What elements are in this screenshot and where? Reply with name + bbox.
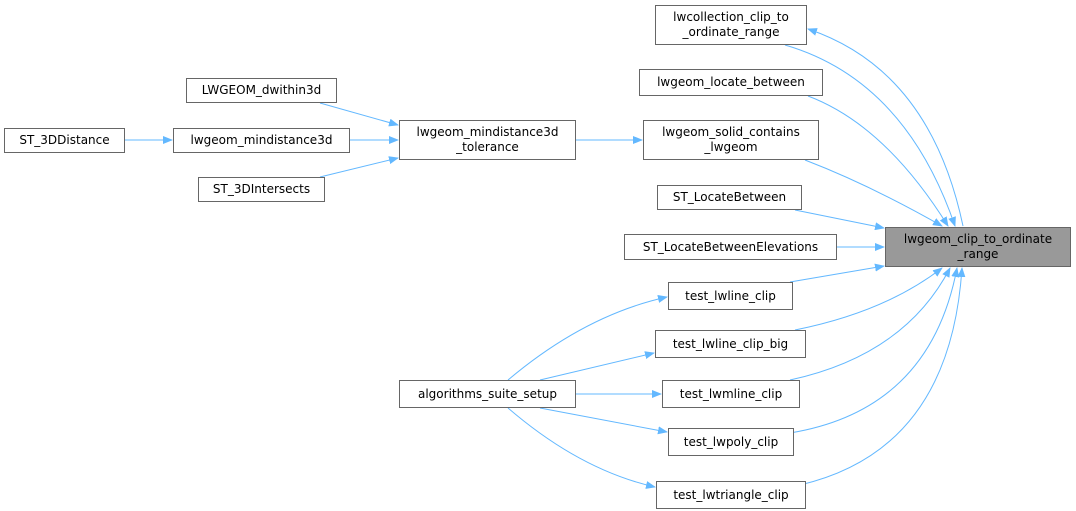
edge-test_lwmline_clip-to-main [789, 267, 951, 381]
node-label: lwgeom_mindistance3d [416, 125, 559, 139]
node-st_3dintersects[interactable]: ST_3DIntersects [198, 177, 325, 202]
node-label: test_lwmline_clip [679, 386, 783, 401]
node-dwithin3d[interactable]: LWGEOM_dwithin3d [186, 78, 337, 103]
node-st_locatebetweenelev[interactable]: ST_LocateBetweenElevations [624, 234, 837, 260]
edge-st_3dintersects-to-mindist3d_tol [319, 156, 399, 178]
node-label: lwgeom_locate_between [657, 75, 805, 89]
node-label: _range [957, 247, 999, 261]
edge-test_lwtriangle_clip-to-main [799, 267, 966, 486]
node-label: lwgeom_solid_contains [662, 125, 800, 139]
node-test_lwpoly_clip[interactable]: test_lwpoly_clip [668, 428, 794, 456]
node-label: ST_LocateBetweenElevations [642, 239, 819, 254]
edge-test_lwline_clip-to-main [789, 263, 885, 283]
node-label: test_lwline_clip [685, 288, 776, 303]
node-label: lwcollection_clip_to [673, 10, 789, 24]
edge-algorithms_suite_setup-to-test_lwline_clip_big [539, 351, 655, 381]
edge-algorithms_suite_setup-to-test_lwpoly_clip [539, 407, 668, 435]
node-algorithms_suite_setup[interactable]: algorithms_suite_setup [399, 380, 576, 408]
node-locate_between[interactable]: lwgeom_locate_between [639, 69, 823, 96]
node-lwcollection[interactable]: lwcollection_clip_to_ordinate_range [655, 5, 807, 45]
node-st_3ddistance[interactable]: ST_3DDistance [4, 128, 125, 153]
edge-lwcollection-to-main [784, 44, 956, 227]
node-test_lwline_clip_big[interactable]: test_lwline_clip_big [655, 330, 806, 358]
node-label: ST_3DIntersects [212, 182, 311, 196]
node-st_locatebetween[interactable]: ST_LocateBetween [657, 185, 802, 210]
node-label: lwgeom_clip_to_ordinate [903, 232, 1053, 246]
edge-dwithin3d-to-mindist3d_tol [319, 102, 399, 127]
node-test_lwtriangle_clip[interactable]: test_lwtriangle_clip [656, 481, 806, 509]
node-test_lwmline_clip[interactable]: test_lwmline_clip [662, 380, 800, 408]
node-label: _ordinate_range [682, 25, 780, 39]
node-label: test_lwpoly_clip [683, 434, 779, 449]
node-label: LWGEOM_dwithin3d [201, 83, 322, 97]
node-label: ST_3DDistance [19, 133, 110, 147]
node-mindist3d[interactable]: lwgeom_mindistance3d [173, 128, 350, 153]
node-label: ST_LocateBetween [672, 190, 787, 204]
edge-main-to-lwcollection [807, 28, 964, 227]
edge-solid_contains-to-main [804, 159, 943, 227]
edge-locate_between-to-main [807, 95, 949, 227]
edge-algorithms_suite_setup-to-test_lwline_clip [507, 295, 668, 381]
node-label: _tolerance [456, 140, 519, 154]
node-label: _lwgeom [704, 140, 758, 154]
edge-st_locatebetween-to-main [794, 209, 885, 231]
node-solid_contains[interactable]: lwgeom_solid_contains_lwgeom [643, 120, 819, 160]
node-mindist3d_tol[interactable]: lwgeom_mindistance3d_tolerance [399, 120, 576, 160]
node-label: test_lwtriangle_clip [673, 487, 789, 502]
node-main[interactable]: lwgeom_clip_to_ordinate_range [885, 227, 1071, 267]
node-label: algorithms_suite_setup [417, 386, 557, 401]
node-label: test_lwline_clip_big [672, 336, 789, 351]
edge-algorithms_suite_setup-to-test_lwtriangle_clip [507, 407, 656, 489]
edge-test_lwline_clip_big-to-main [794, 267, 943, 331]
node-label: lwgeom_mindistance3d [190, 133, 333, 147]
edge-test_lwpoly_clip-to-main [789, 267, 960, 434]
node-test_lwline_clip[interactable]: test_lwline_clip [668, 282, 793, 310]
